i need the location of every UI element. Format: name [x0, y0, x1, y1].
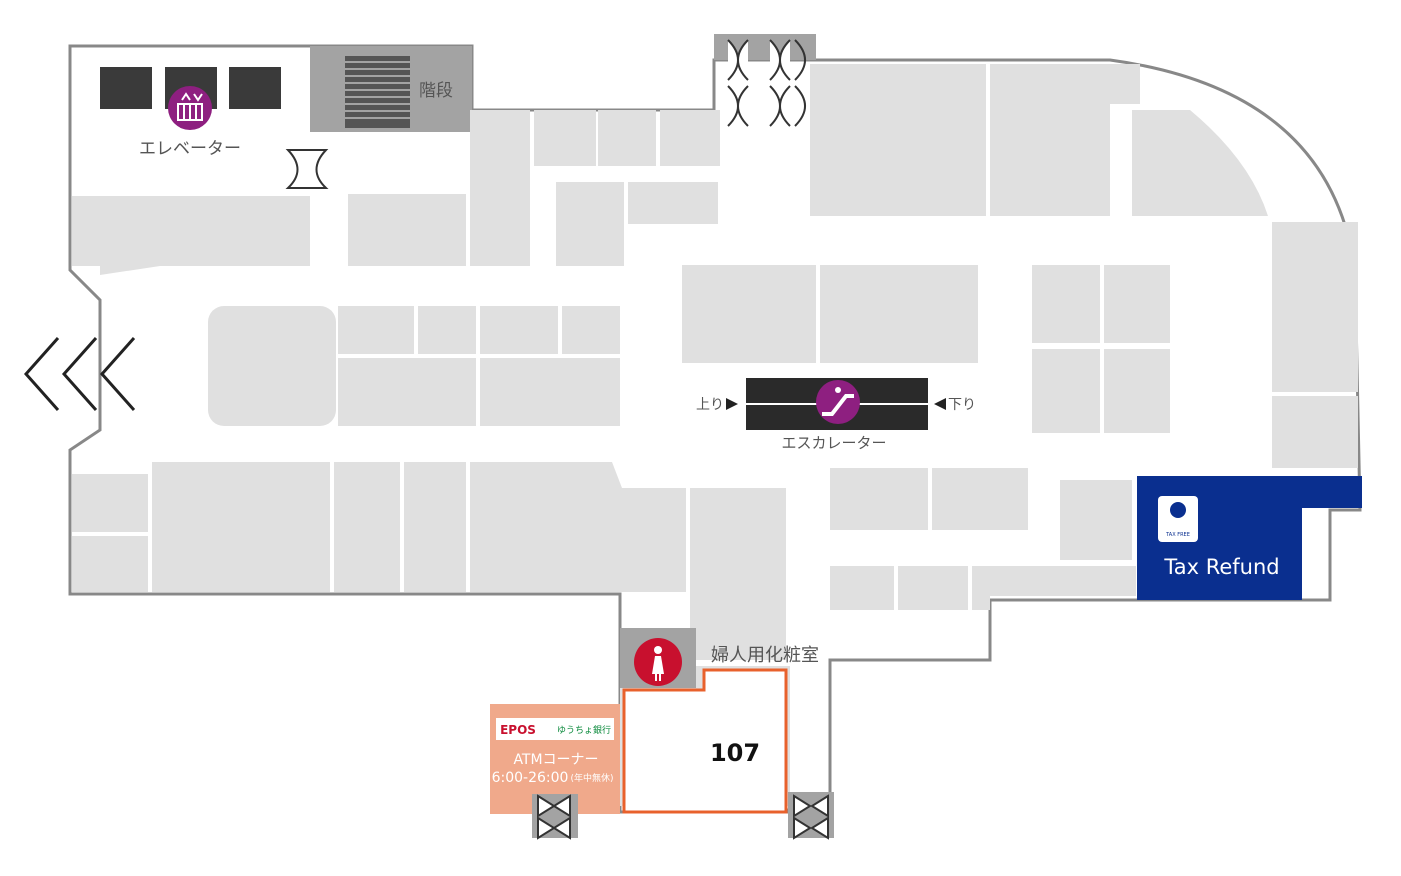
door-icon: [285, 149, 329, 189]
tax-refund-label: Tax Refund: [1163, 555, 1279, 579]
epos-logo: EPOS: [500, 723, 536, 737]
shop-blocks: [72, 64, 1358, 806]
bottom-door-left: [532, 794, 578, 840]
elevator-icon[interactable]: [168, 86, 212, 130]
restroom-icon: [634, 638, 682, 686]
top-entrance: [714, 34, 816, 127]
escalator-up-label: 上り: [696, 397, 724, 413]
escalator-label: エスカレーター: [781, 434, 886, 452]
escalator: 上り 下り エスカレーター: [696, 378, 976, 452]
escalator-down-label: 下り: [948, 397, 976, 413]
atm-note: (年中無休): [570, 772, 613, 784]
elevator-hall: エレベーター: [100, 67, 281, 159]
entrance-arrow-icon: [23, 337, 136, 411]
elevator-label: エレベーター: [139, 139, 241, 159]
atm-hours: 6:00-26:00: [492, 770, 569, 786]
powder-room-label: 婦人用化粧室: [711, 645, 819, 666]
atm-corner[interactable]: EPOS ゆうちょ銀行 ATMコーナー 6:00-26:00 (年中無休): [490, 704, 620, 814]
bottom-door-right: [788, 792, 834, 840]
powder-room[interactable]: 婦人用化粧室: [620, 628, 819, 688]
stairs-label: 階段: [419, 81, 453, 101]
shop-107-number: 107: [710, 739, 760, 767]
tax-free-sign: TAX FREE: [1165, 532, 1190, 538]
escalator-icon[interactable]: [816, 380, 860, 424]
atm-corner-label: ATMコーナー: [513, 752, 598, 768]
stairs: 階段: [310, 46, 472, 132]
tax-free-icon: TAX FREE: [1158, 496, 1198, 542]
yucho-logo: ゆうちょ銀行: [557, 724, 611, 736]
tax-refund-counter[interactable]: TAX FREE Tax Refund: [1137, 476, 1362, 600]
shop-107[interactable]: 107: [622, 668, 788, 814]
